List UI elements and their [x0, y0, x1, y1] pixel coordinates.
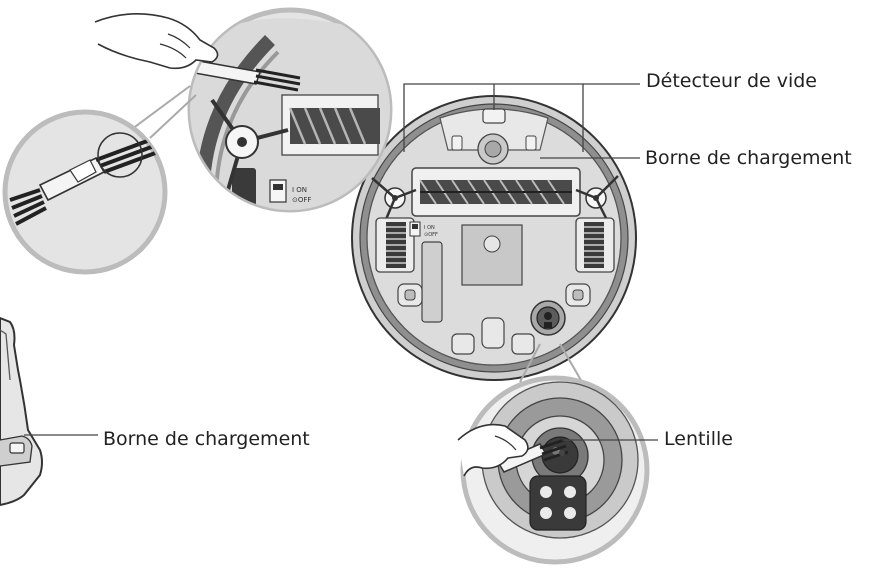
zoom-switch-off-text: ⊙OFF: [292, 196, 311, 204]
zoom-switch-on-text: I ON: [292, 186, 307, 194]
left-wheel: [376, 218, 414, 272]
station-charging-terminal-label: Borne de chargement: [103, 428, 310, 450]
lens-label: Lentille: [664, 428, 733, 450]
caster-wheel-icon: [531, 301, 565, 335]
robot-charging-terminal-label: Borne de chargement: [645, 147, 852, 169]
cliff-sensor-top: [483, 109, 505, 123]
station-charging-terminal: [10, 443, 24, 453]
cliff-sensor-label: Détecteur de vide: [646, 70, 817, 92]
switch-off-text: ⊙OFF: [424, 232, 438, 238]
charging-station: [0, 318, 42, 505]
switch-on-text: I ON: [424, 225, 435, 231]
hand-icon: [95, 14, 218, 69]
robot-bottom-view: I ON ⊙OFF: [352, 96, 636, 380]
brush-detail-callout: [5, 112, 165, 272]
power-switch-icon: [410, 222, 420, 236]
right-wheel: [576, 218, 614, 272]
